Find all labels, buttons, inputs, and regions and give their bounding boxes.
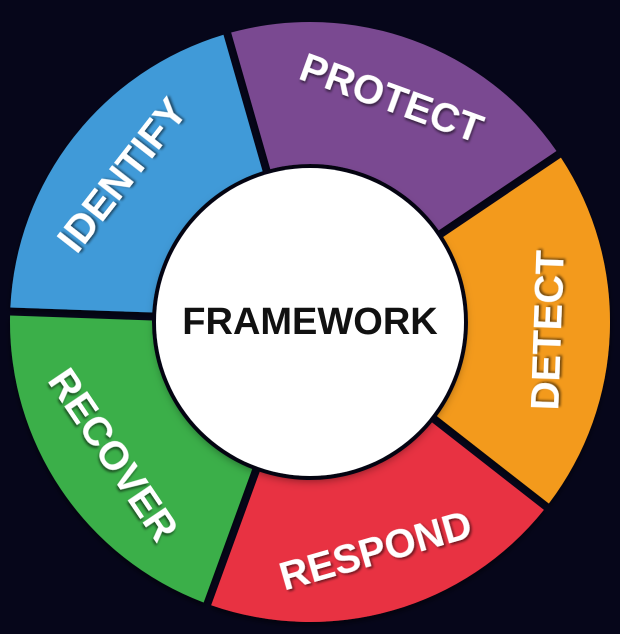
segment-recover: RECOVER xyxy=(9,315,253,603)
segment-recover-shape xyxy=(9,315,253,603)
segment-detect: DETECT xyxy=(436,157,610,504)
segment-identify-shape xyxy=(10,34,263,313)
center-circle xyxy=(156,168,464,476)
center-label: FRAMEWORK xyxy=(182,301,438,343)
segment-protect-shape xyxy=(231,21,557,231)
segment-respond: RESPOND xyxy=(211,422,544,622)
segment-protect: PROTECT xyxy=(231,21,557,231)
segment-respond-shape xyxy=(211,422,544,622)
segment-detect-shape xyxy=(436,157,610,504)
segment-detect-label: DETECT xyxy=(523,250,573,411)
